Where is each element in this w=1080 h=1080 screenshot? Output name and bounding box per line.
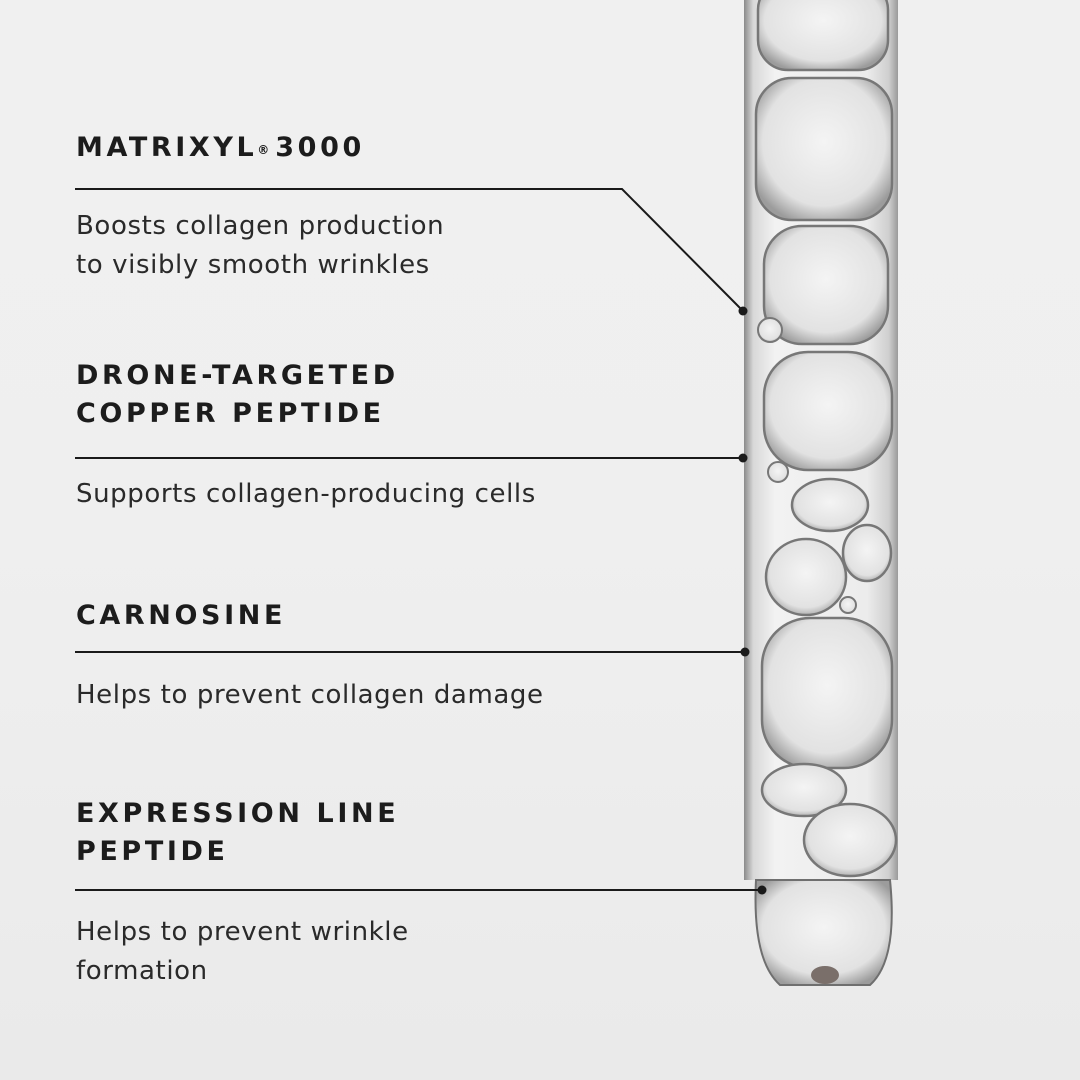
- ingredient-description-expression-line-peptide: Helps to prevent wrinkle formation: [76, 917, 409, 986]
- ingredient-description-copper-peptide: Supports collagen-producing cells: [76, 479, 536, 509]
- ingredient-description-carnosine: Helps to prevent collagen damage: [76, 680, 544, 710]
- connector-dot-4: [757, 885, 767, 895]
- connector-dot-1: [738, 306, 748, 316]
- ingredient-title-copper-peptide: DRONE-TARGETED COPPER PEPTIDE: [76, 360, 399, 429]
- registered-mark: ®: [257, 143, 270, 157]
- ingredient-description-matrixyl: Boosts collagen production to visibly sm…: [76, 211, 445, 280]
- connector-dot-3: [740, 647, 750, 657]
- ingredient-title-expression-line-peptide: EXPRESSION LINE PEPTIDE: [76, 798, 400, 867]
- connector-dot-2: [738, 453, 748, 463]
- ingredient-title-matrixyl: MATRIXYL®3000: [76, 132, 365, 163]
- connector-line-1: [75, 188, 744, 312]
- dropper-icon: [744, 0, 898, 986]
- ingredient-title-carnosine: CARNOSINE: [76, 600, 286, 631]
